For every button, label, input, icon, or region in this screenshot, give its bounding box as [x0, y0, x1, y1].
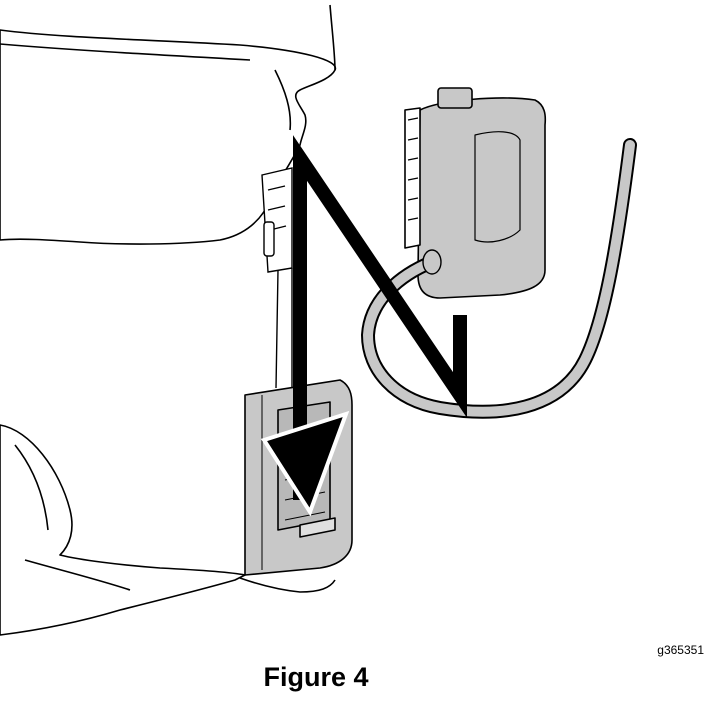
lower-housing-outline — [0, 424, 336, 636]
cable-connector — [422, 249, 442, 275]
mounting-bracket — [261, 167, 293, 389]
figure-reference-code: g365351 — [657, 643, 704, 657]
direction-arrow — [260, 135, 467, 517]
machine-housing-outline — [0, 4, 337, 245]
module-detached — [404, 87, 547, 299]
installation-illustration — [0, 4, 637, 636]
figure-caption: Figure 4 — [263, 662, 369, 692]
